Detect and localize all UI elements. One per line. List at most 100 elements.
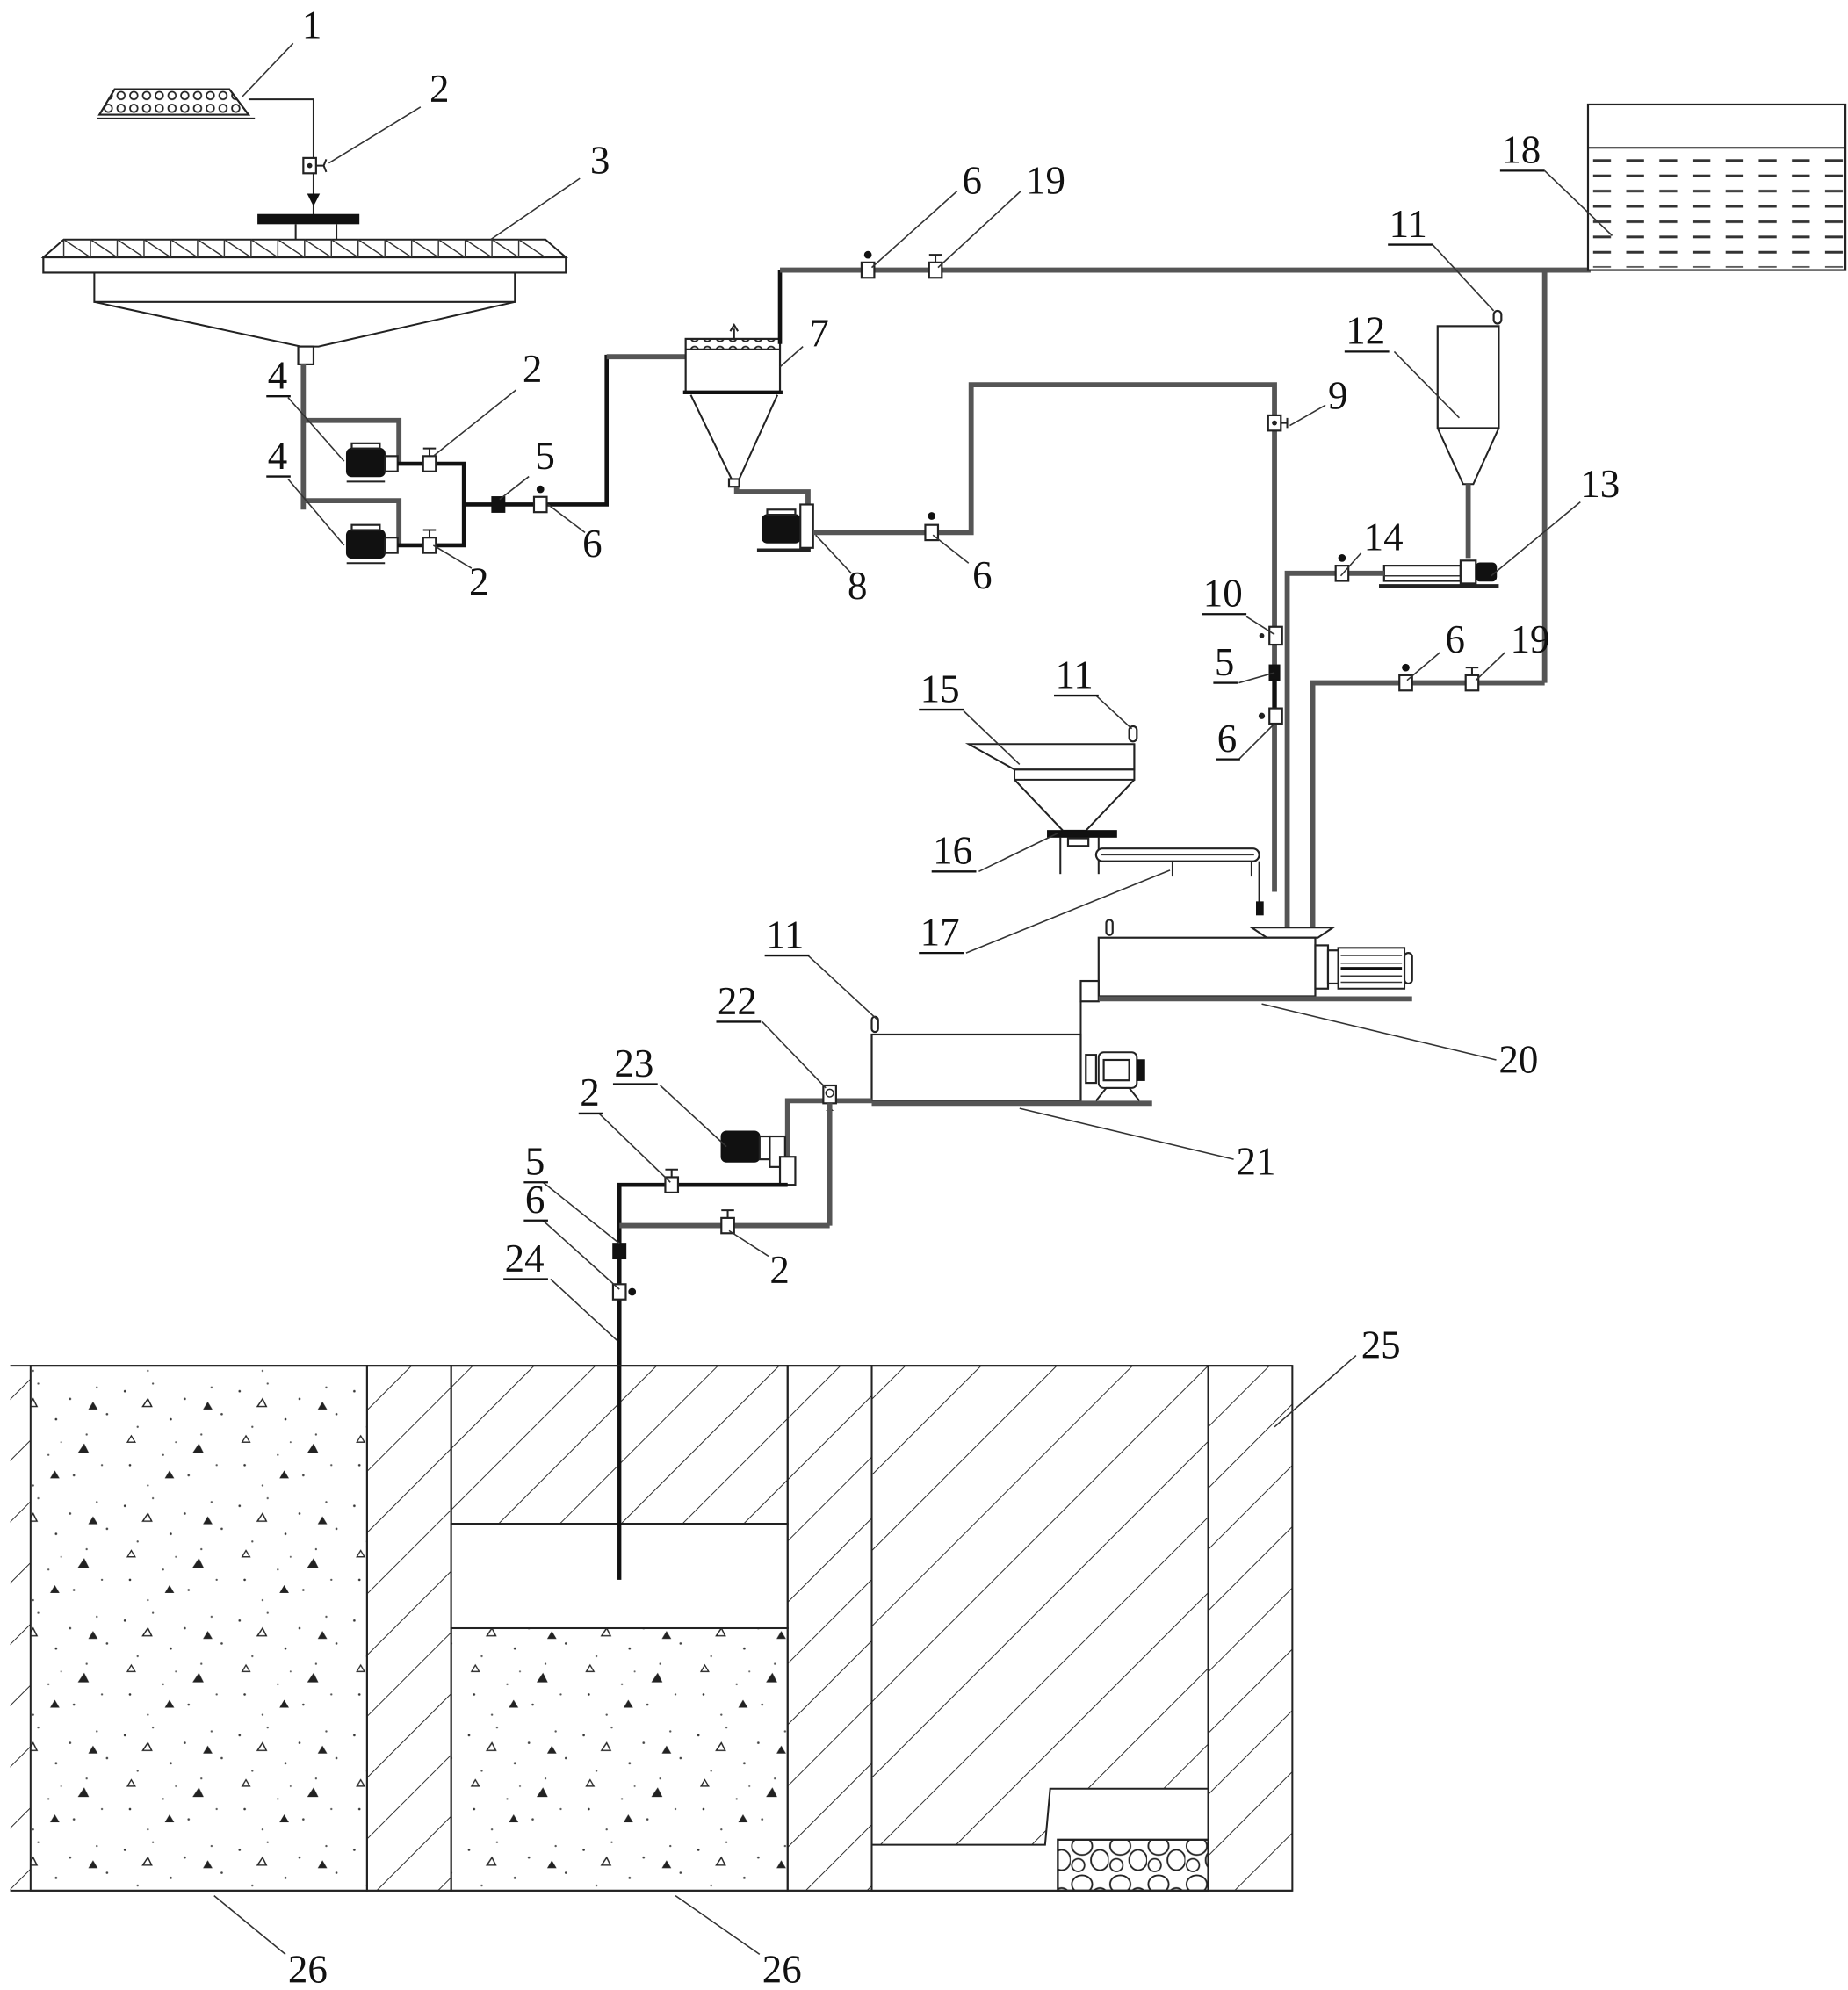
component-number-label: 5 [1215,640,1234,684]
callout-17: 17 [919,869,1171,954]
component-number-label: 15 [920,667,960,710]
component-number-label: 2 [430,67,449,111]
callout-4: 4 [266,353,345,462]
leader-line [598,1113,671,1183]
mixer-motor [1340,955,1403,984]
thickener [40,213,568,365]
callout-22: 22 [716,979,827,1089]
callout-2: 2 [432,347,542,457]
component-number-label: 6 [1445,617,1464,661]
leader-line [815,534,852,574]
leader-line [542,1220,620,1290]
component-number-label: 14 [1364,516,1404,559]
leader-line [932,534,970,564]
leader-line [432,389,517,457]
callout-8: 8 [815,534,867,608]
sensor-10 [1259,625,1283,646]
component-number-label: 21 [1237,1140,1276,1184]
backfilled-stope-middle [450,1626,789,1892]
callout-5: 5 [499,434,555,501]
leader-line [1238,672,1275,684]
callout-6: 6 [1216,717,1275,761]
component-number-label: 11 [766,912,804,956]
component-number-label: 6 [972,553,992,597]
callout-18: 18 [1499,128,1613,236]
metering-valve-14[interactable] [1334,554,1350,582]
component-number-label: 6 [582,522,602,566]
callout-14: 14 [1339,516,1404,577]
component-number-label: 22 [718,979,757,1023]
backfilled-stope-left [29,1365,368,1892]
leader-line [542,1181,620,1244]
leader-line [1393,350,1461,419]
leader-line [963,710,1021,765]
slurry-pump-manifold [300,364,402,545]
callout-2: 2 [728,1229,790,1292]
flow-meter-5a [491,496,506,513]
callout-5: 5 [1213,640,1275,684]
component-number-label: 24 [505,1237,545,1280]
screw-feeder [1379,559,1499,588]
callout-25: 25 [1274,1323,1401,1428]
pressure-gauge-6c [1258,707,1283,725]
callout-23: 23 [612,1042,727,1148]
water-tank [1586,103,1847,271]
callout-5: 5 [523,1140,620,1244]
callout-6: 6 [870,159,982,269]
leader-line [499,475,530,501]
filter-hopper [682,322,783,488]
callout-3: 3 [490,138,610,241]
leader-line [287,397,345,462]
pressure-gauge-6f [611,1283,637,1301]
leader-line [1245,616,1275,636]
component-number-label: 17 [920,910,960,954]
pressure-gauge-6d [860,250,876,279]
component-number-label: 19 [1510,617,1549,661]
callout-7: 7 [779,312,829,368]
component-number-label: 6 [525,1178,545,1222]
slurry-pump-upper [345,442,399,483]
component-number-label: 12 [1346,309,1385,353]
callout-1: 1 [242,4,321,97]
leader-line [1238,723,1275,761]
leader-line [807,955,877,1020]
secondary-mixer [870,1015,1152,1107]
component-number-label: 9 [1328,374,1347,418]
component-number-label: 25 [1361,1323,1401,1366]
feed-valve[interactable] [302,156,328,207]
callout-6: 6 [932,534,993,597]
callout-10: 10 [1202,572,1275,636]
component-number-label: 19 [1026,159,1065,203]
leader-line [490,177,581,241]
component-number-label: 10 [1203,572,1243,616]
pressure-gauge-6a [532,485,548,514]
broken-ore [1057,1838,1209,1893]
bypass-valve-2d[interactable] [720,1209,735,1235]
control-valve-19b[interactable] [1464,667,1480,692]
callout-26: 26 [213,1895,328,1990]
aggregate-hopper [964,725,1138,832]
callout-24: 24 [503,1237,617,1341]
callout-12: 12 [1344,309,1461,419]
component-number-label: 11 [1055,653,1093,696]
callout-4: 4 [266,434,345,546]
component-number-label: 2 [469,559,488,603]
leader-line [242,42,294,97]
component-number-label: 3 [590,138,610,182]
slurry-pump-lower [345,523,399,565]
callout-20: 20 [1261,1003,1538,1081]
component-number-label: 18 [1501,128,1541,172]
pressure-gauge-6b [924,512,940,542]
pump-outlet-valve-upper[interactable] [422,447,437,472]
callout-9: 9 [1289,374,1347,427]
pump-inlet-valve-2c[interactable] [664,1168,680,1193]
component-number-label: 6 [1217,717,1237,761]
leader-line [728,1229,769,1258]
component-number-label: 1 [302,4,321,47]
thickener-truss [62,239,546,258]
leader-line [1339,552,1362,577]
pump-outlet-valve-lower[interactable] [422,529,437,554]
callout-6: 6 [547,503,603,566]
